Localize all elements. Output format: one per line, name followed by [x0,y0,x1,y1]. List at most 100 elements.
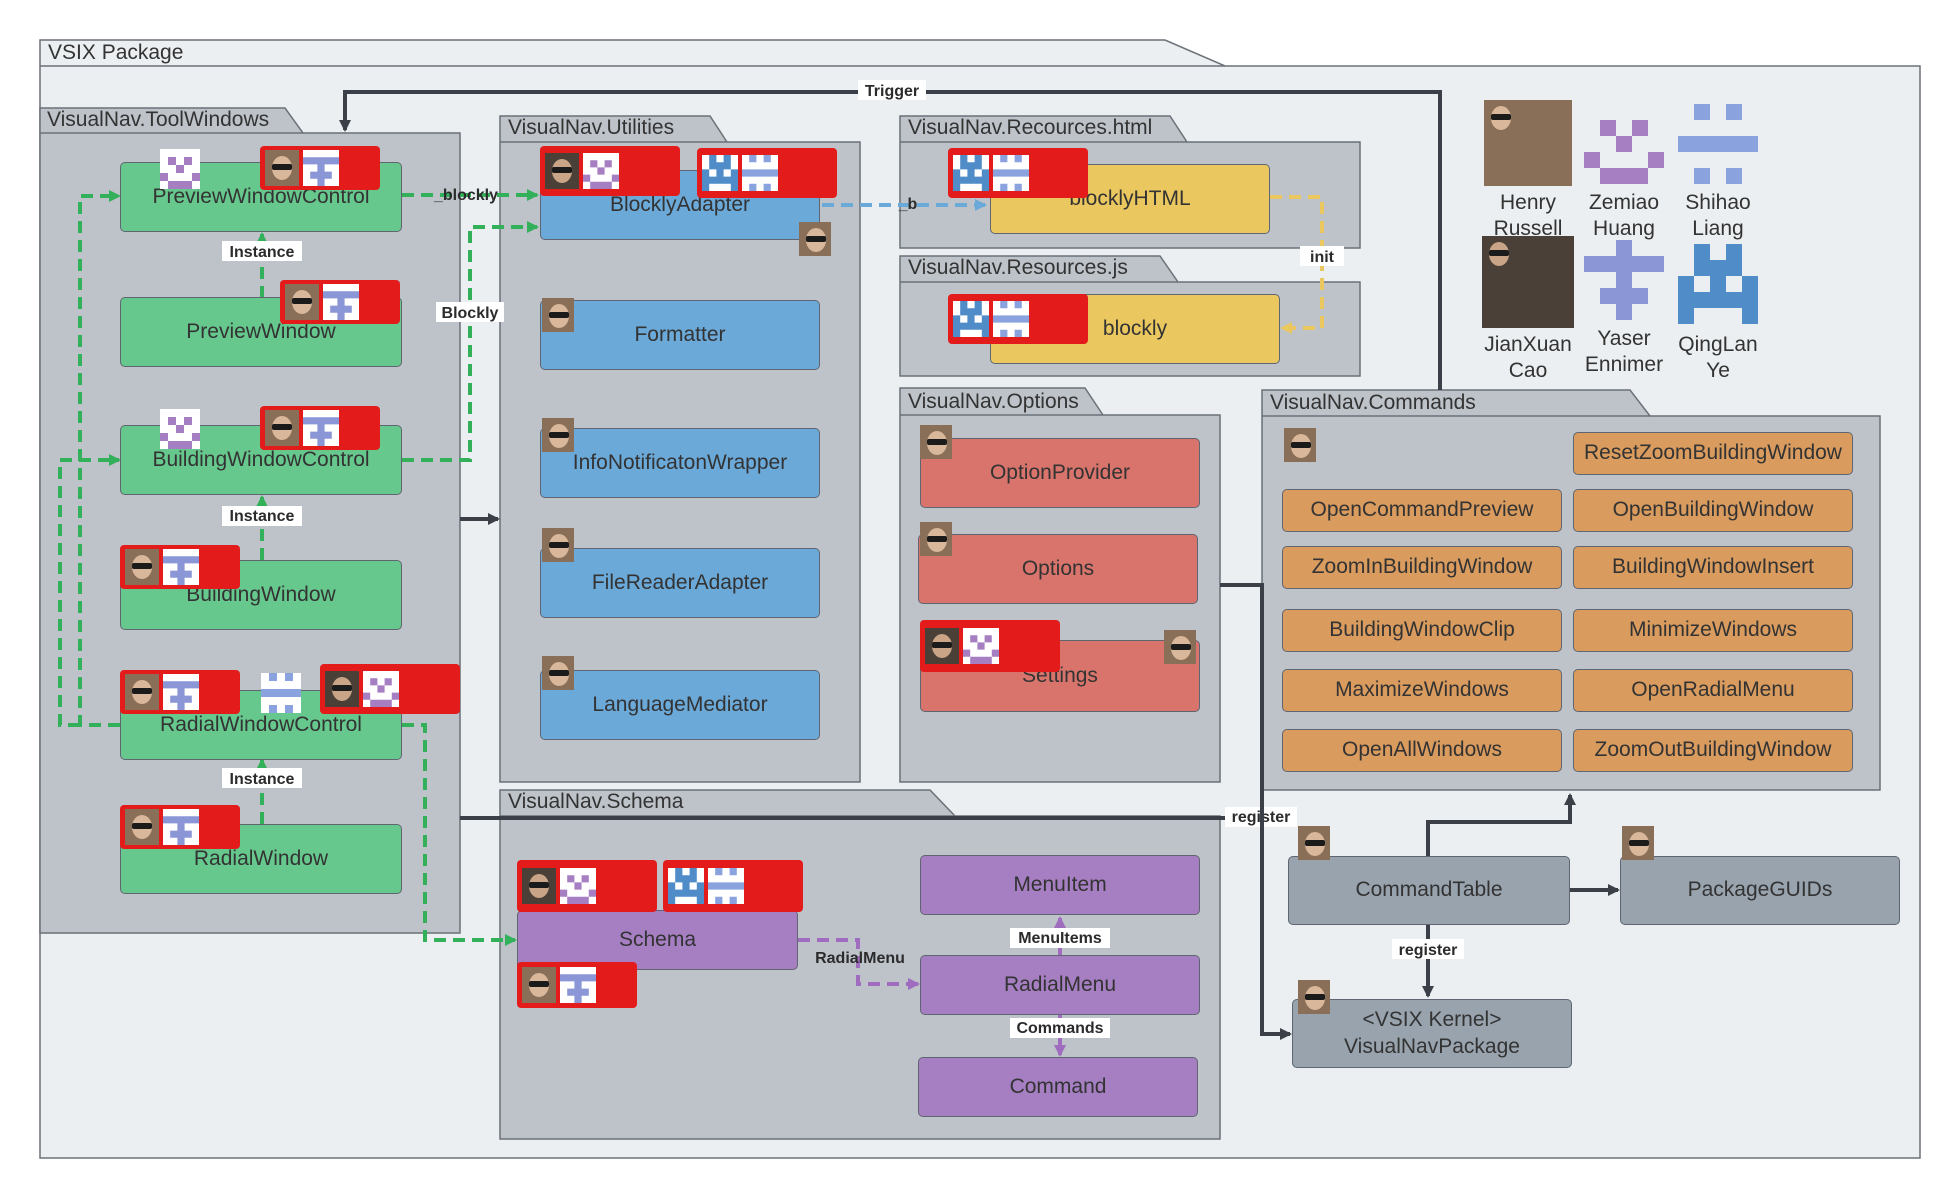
edge-radialmenu [798,938,920,990]
command-open-building-window[interactable]: OpenBuildingWindow [1573,489,1853,532]
class-label: BuildingWindowControl [152,447,370,471]
command-label: ZoomOutBuildingWindow [1594,738,1832,762]
edge-commandtable-to-commands [1426,793,1576,856]
command-building-window-insert[interactable]: BuildingWindowInsert [1573,546,1853,589]
identicon-face-icon [160,149,200,189]
command-label: MaximizeWindows [1335,678,1509,702]
edge-blockly-label: Blockly [442,305,499,322]
class-building-window[interactable]: BuildingWindow [120,560,402,630]
identicon-face-icon [160,409,200,449]
author-tag [948,294,1088,344]
class-visual-nav-package[interactable]: <VSIX Kernel> VisualNavPackage [1292,999,1572,1068]
identicon-equals-icon [742,155,778,191]
class-label: PreviewWindow [186,319,336,343]
command-reset-zoom-building-window[interactable]: ResetZoomBuildingWindow [1573,432,1853,475]
author-photo-icon [542,298,574,332]
class-label: Formatter [634,322,726,346]
command-open-all-windows[interactable]: OpenAllWindows [1282,729,1562,772]
package-schema-title: VisualNav.Schema [508,790,684,813]
edge-init-label: init [1310,249,1335,266]
command-zoom-in-building-window[interactable]: ZoomInBuildingWindow [1282,546,1562,589]
command-label: OpenBuildingWindow [1612,498,1814,522]
command-label: ResetZoomBuildingWindow [1584,441,1842,465]
person-first: Zemiao [1588,191,1660,214]
class-menu-item[interactable]: MenuItem [920,855,1200,915]
author-photo-icon [542,656,574,690]
identicon-t-icon [560,967,596,1003]
edge-instance-label-3: Instance [230,771,295,788]
edge-blockly-private-label: _blockly [433,187,498,204]
identicon-equals-icon [993,155,1029,191]
author-photo-icon [125,809,159,845]
identicon-t-icon [323,284,359,320]
class-formatter[interactable]: Formatter [540,300,820,370]
author-tag [697,148,837,198]
class-file-reader-adapter[interactable]: FileReaderAdapter [540,548,820,618]
identicon-equals-icon [261,673,301,713]
class-stereotype: <VSIX Kernel> [1362,1008,1502,1032]
command-zoom-out-building-window[interactable]: ZoomOutBuildingWindow [1573,729,1853,772]
author-photo-icon [920,425,952,459]
edge-instance3-label-bg [222,768,302,788]
class-blockly-html[interactable]: blocklyHTML [990,164,1270,234]
edge-trigger-label: Trigger [865,83,919,100]
class-options[interactable]: Options [918,534,1198,604]
edge-instance-label-2: Instance [230,508,295,525]
class-radial-window[interactable]: RadialWindow [120,824,402,894]
author-tag [517,860,657,912]
person-first: Henry [1499,191,1557,214]
class-command[interactable]: Command [918,1057,1198,1117]
author-photo-icon [799,222,831,256]
command-minimize-windows[interactable]: MinimizeWindows [1573,609,1853,652]
class-label: Schema [618,927,697,951]
class-info-notification-wrapper[interactable]: InfoNotificatonWrapper [540,428,820,498]
class-language-mediator[interactable]: LanguageMediator [540,670,820,740]
edge-commands-label-bg [1010,1018,1110,1038]
edge-trigger-label-bg [858,80,926,100]
class-option-provider[interactable]: OptionProvider [920,438,1200,508]
class-command-table[interactable]: CommandTable [1288,856,1570,925]
author-tag [517,962,637,1008]
class-label: CommandTable [1355,878,1503,902]
class-schema[interactable]: Schema [517,910,798,970]
author-photo-icon [522,967,556,1003]
command-maximize-windows[interactable]: MaximizeWindows [1282,669,1562,712]
edge-menuitems-label: MenuItems [1018,930,1102,947]
author-tag [260,406,380,450]
person-first: Yaser [1597,327,1651,350]
identicon-face-icon [363,671,399,707]
identicon-t-icon [303,410,339,446]
edge-blockly-public [402,221,539,462]
class-label: LanguageMediator [592,692,768,716]
shihao-liang-identicon-icon [1678,104,1758,184]
class-package-guids[interactable]: PackageGUIDs [1620,856,1900,925]
author-photo-icon [925,628,959,664]
author-photo-icon [265,410,299,446]
edge-radialmenu-label: RadialMenu [815,950,905,967]
identicon-blocks-icon [702,155,738,191]
command-building-window-clip[interactable]: BuildingWindowClip [1282,609,1562,652]
author-tag [120,805,240,849]
identicon-blocks-icon [953,301,989,337]
class-radial-menu[interactable]: RadialMenu [920,955,1200,1015]
edge-register2-label-bg [1392,939,1464,959]
person-last: Ye [1706,359,1730,383]
command-open-command-preview[interactable]: OpenCommandPreview [1282,489,1562,532]
qinglan-ye-identicon-icon [1678,244,1758,324]
identicon-face-icon [583,153,619,189]
package-root-title: VSIX Package [48,41,183,64]
edge-commands-label: Commands [1016,1020,1103,1037]
class-label: BlocklyAdapter [609,192,751,216]
command-open-radial-menu[interactable]: OpenRadialMenu [1573,669,1853,712]
class-label: RadialWindow [193,846,329,870]
class-settings[interactable]: Settings [920,640,1200,712]
identicon-t-icon [163,674,199,710]
edge-radial-to-building [58,454,121,727]
person-last: Russell [1493,217,1563,241]
edge-radial-to-schema [402,723,517,946]
author-photo-icon [542,528,574,562]
class-label: MenuItem [1013,872,1107,896]
author-photo-icon [542,418,574,452]
